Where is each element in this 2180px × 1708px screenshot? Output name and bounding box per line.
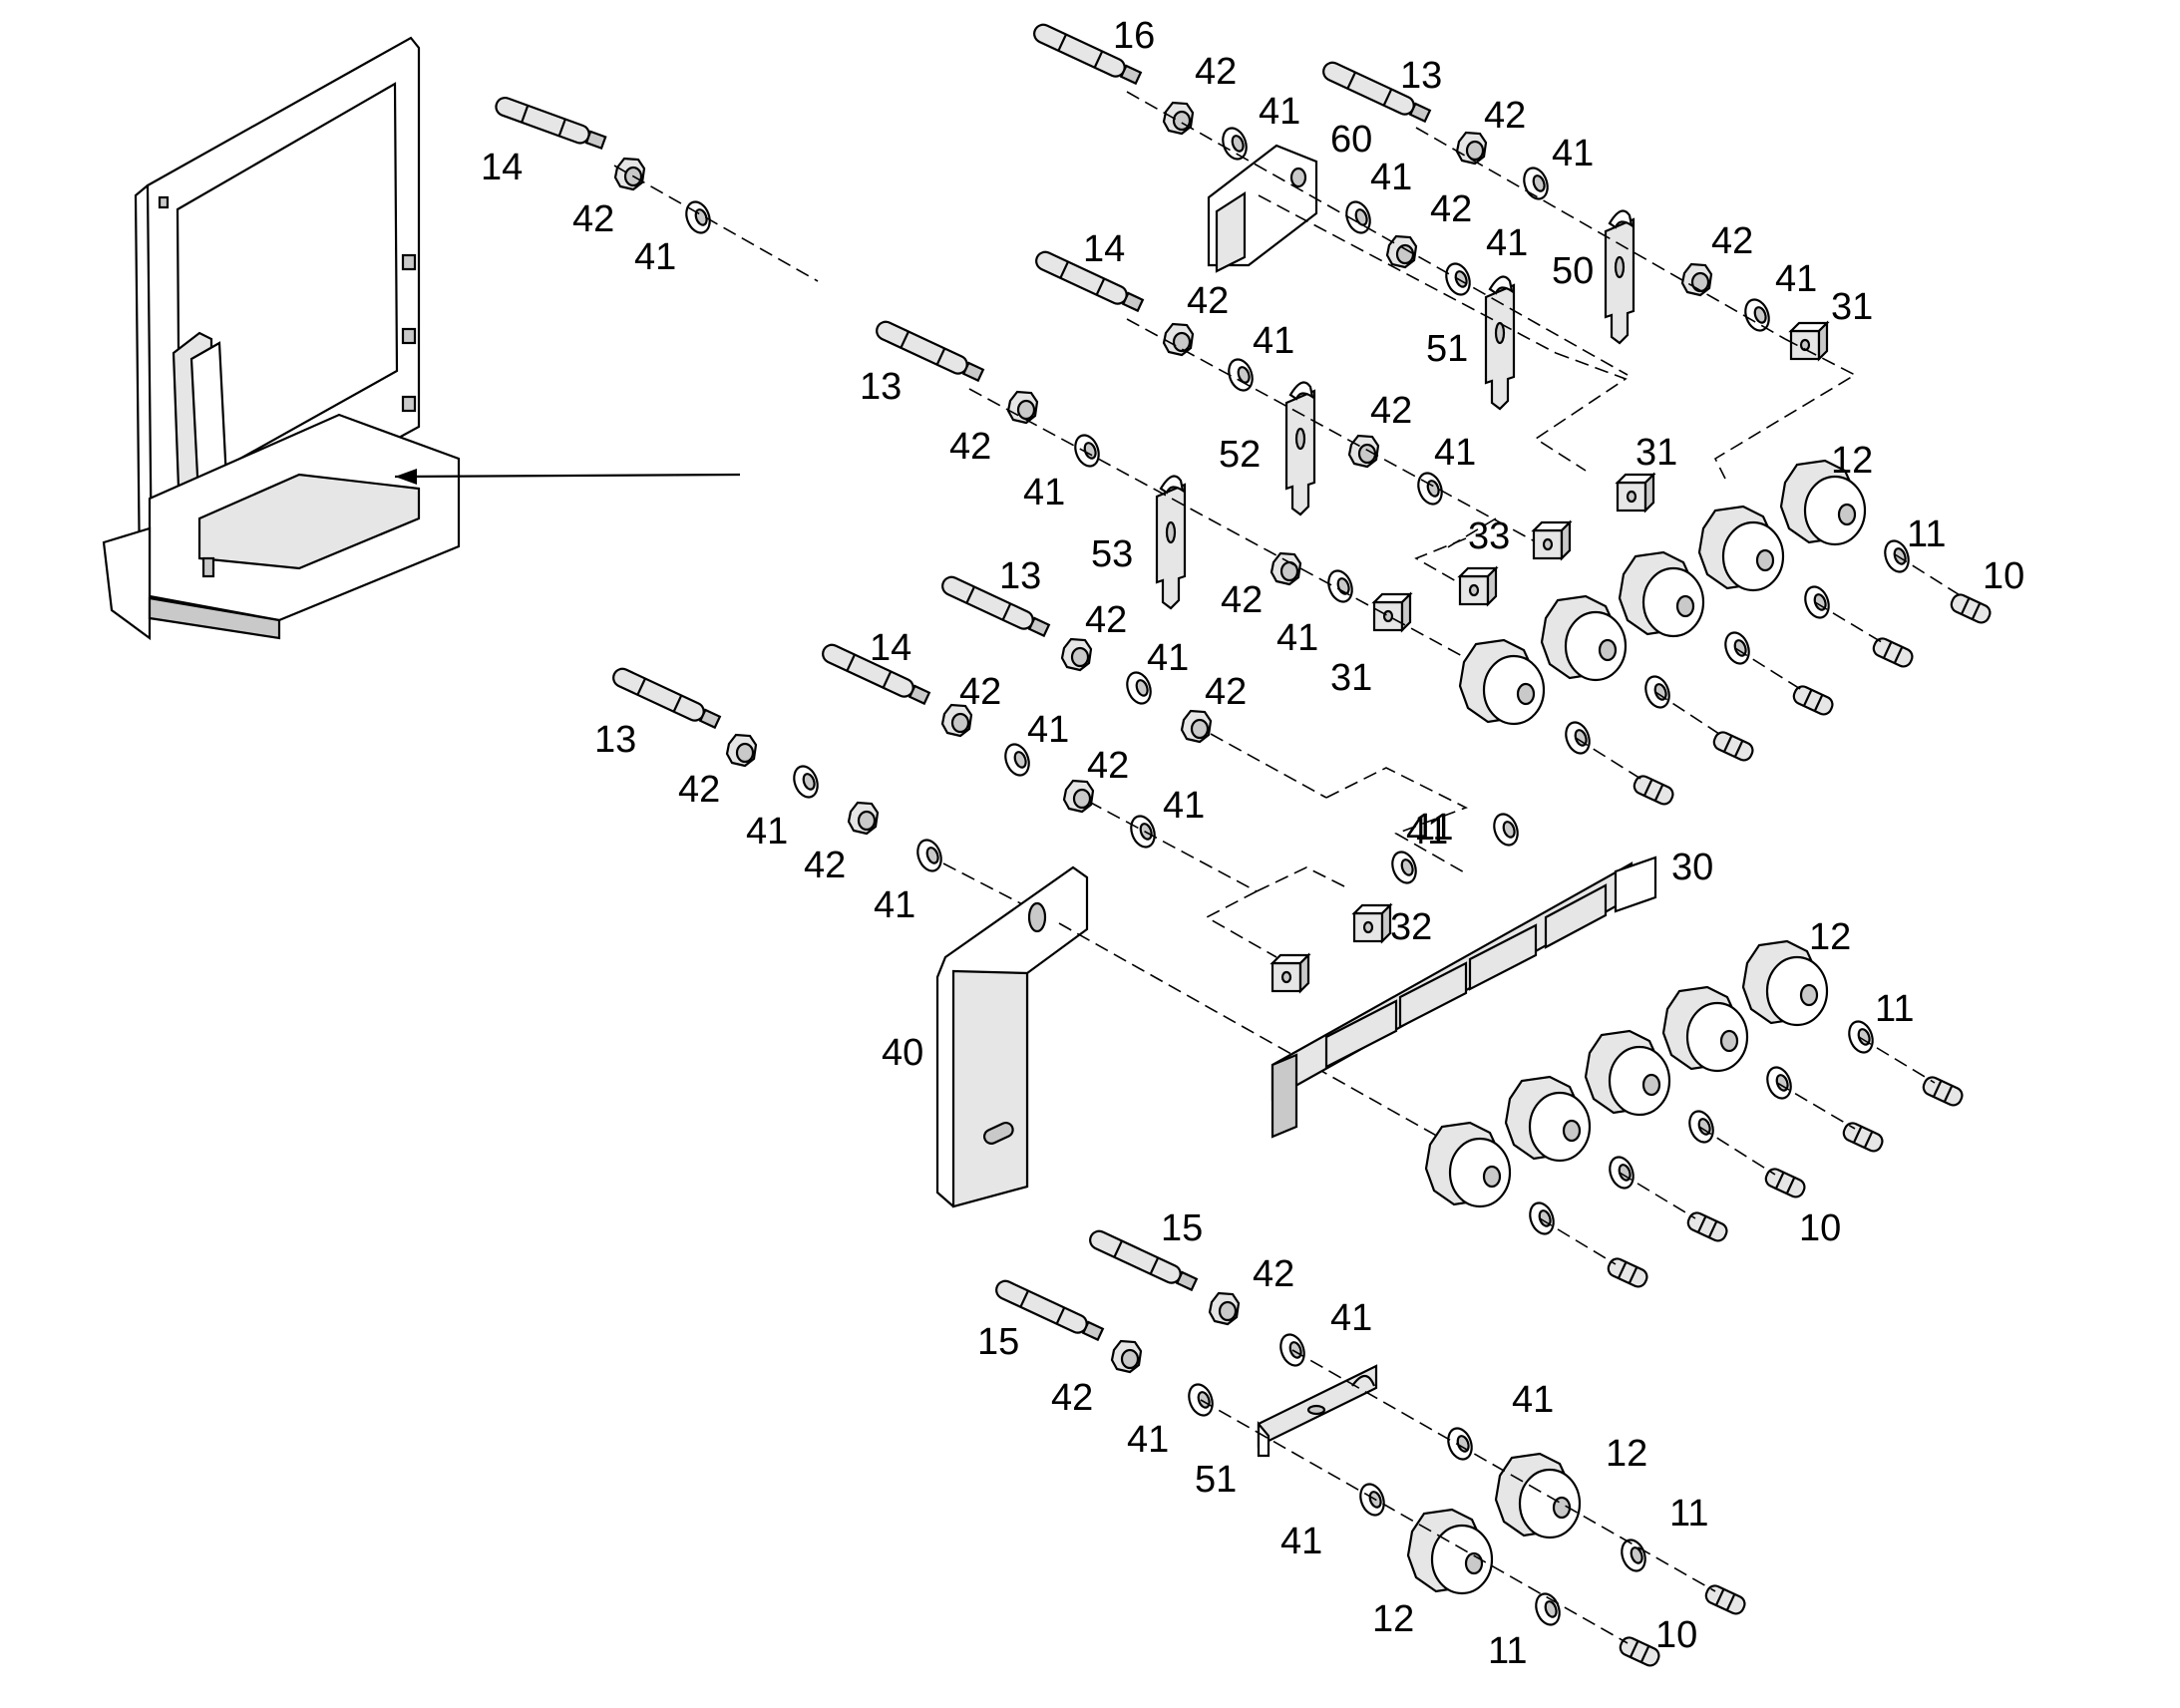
- label-41: 41: [1280, 1521, 1322, 1562]
- label-60: 60: [1330, 119, 1372, 161]
- label-41: 41: [1276, 617, 1318, 659]
- label-42: 42: [804, 845, 846, 886]
- label-10: 10: [1983, 555, 2024, 597]
- busbar-30: [1271, 855, 1657, 1139]
- lower-capnut-row: [1424, 939, 1967, 1291]
- label-15: 15: [1161, 1207, 1203, 1249]
- label-14: 14: [1083, 228, 1125, 270]
- label-11: 11: [1875, 988, 1914, 1030]
- label-12: 12: [1606, 1433, 1647, 1475]
- label-41: 41: [1406, 811, 1448, 853]
- label-41: 41: [1253, 320, 1294, 362]
- stud-group-14-top: [492, 94, 819, 282]
- label-42: 42: [678, 769, 720, 811]
- label-14: 14: [481, 147, 523, 188]
- label-41: 41: [1370, 157, 1412, 198]
- label-40: 40: [882, 1032, 923, 1074]
- label-41: 41: [1259, 91, 1300, 133]
- label-42: 42: [1430, 188, 1472, 230]
- label-41: 41: [1434, 432, 1476, 474]
- label-41: 41: [1027, 709, 1069, 751]
- label-42: 42: [1051, 1377, 1093, 1419]
- label-10: 10: [1799, 1207, 1841, 1249]
- label-41: 41: [1147, 637, 1189, 679]
- label-41: 41: [1330, 1297, 1372, 1339]
- bracket-40: [935, 865, 1457, 1208]
- label-42: 42: [1087, 745, 1129, 787]
- label-13: 13: [1400, 55, 1442, 97]
- label-14: 14: [870, 627, 911, 669]
- label-11: 11: [1488, 1630, 1527, 1672]
- upper-capnut-row: [1458, 459, 1995, 809]
- label-12: 12: [1831, 440, 1873, 482]
- label-10: 10: [1655, 1614, 1697, 1656]
- cabinet-overview: [102, 36, 741, 641]
- label-42: 42: [1484, 95, 1526, 137]
- label-11: 11: [1414, 807, 1453, 849]
- label-42: 42: [572, 198, 614, 240]
- label-15: 15: [977, 1321, 1019, 1363]
- label-33: 33: [1468, 515, 1510, 557]
- label-12: 12: [1372, 1598, 1414, 1640]
- label-53: 53: [1091, 533, 1133, 575]
- label-41: 41: [1163, 785, 1205, 827]
- label-51: 51: [1426, 328, 1468, 370]
- label-52: 52: [1219, 434, 1261, 476]
- label-42: 42: [959, 671, 1001, 713]
- label-41: 41: [746, 811, 788, 853]
- upper-fuse-assembly: [1030, 20, 1857, 480]
- label-42: 42: [1711, 220, 1753, 262]
- label-42: 42: [1221, 579, 1263, 621]
- label-41: 41: [634, 236, 676, 278]
- label-41: 41: [1552, 133, 1594, 174]
- label-42: 42: [949, 426, 991, 468]
- label-41: 41: [1023, 472, 1065, 513]
- part-labels: 16 42 41 13 42 41 60 41 42 41 50 42 41 3…: [481, 15, 2024, 1672]
- label-41: 41: [874, 884, 915, 926]
- label-42: 42: [1205, 671, 1247, 713]
- label-42: 42: [1370, 390, 1412, 432]
- bottom-fuse-assembly: [992, 1226, 1749, 1670]
- label-50: 50: [1552, 250, 1594, 292]
- label-31: 31: [1330, 657, 1372, 699]
- label-13: 13: [999, 555, 1041, 597]
- label-32: 32: [1390, 906, 1432, 948]
- label-51: 51: [1195, 1459, 1237, 1501]
- label-16: 16: [1113, 15, 1155, 57]
- label-30: 30: [1671, 847, 1713, 888]
- label-41: 41: [1486, 222, 1528, 264]
- label-42: 42: [1253, 1253, 1294, 1295]
- label-42: 42: [1187, 280, 1229, 322]
- label-31: 31: [1831, 286, 1873, 328]
- label-11: 11: [1907, 513, 1946, 555]
- label-42: 42: [1085, 599, 1127, 641]
- label-13: 13: [860, 366, 902, 408]
- label-11: 11: [1669, 1493, 1708, 1535]
- label-41: 41: [1512, 1379, 1554, 1421]
- label-42: 42: [1195, 51, 1237, 93]
- label-41: 41: [1127, 1419, 1169, 1461]
- label-12: 12: [1809, 916, 1851, 958]
- label-31: 31: [1635, 432, 1677, 474]
- label-41: 41: [1775, 258, 1817, 300]
- label-13: 13: [594, 719, 636, 761]
